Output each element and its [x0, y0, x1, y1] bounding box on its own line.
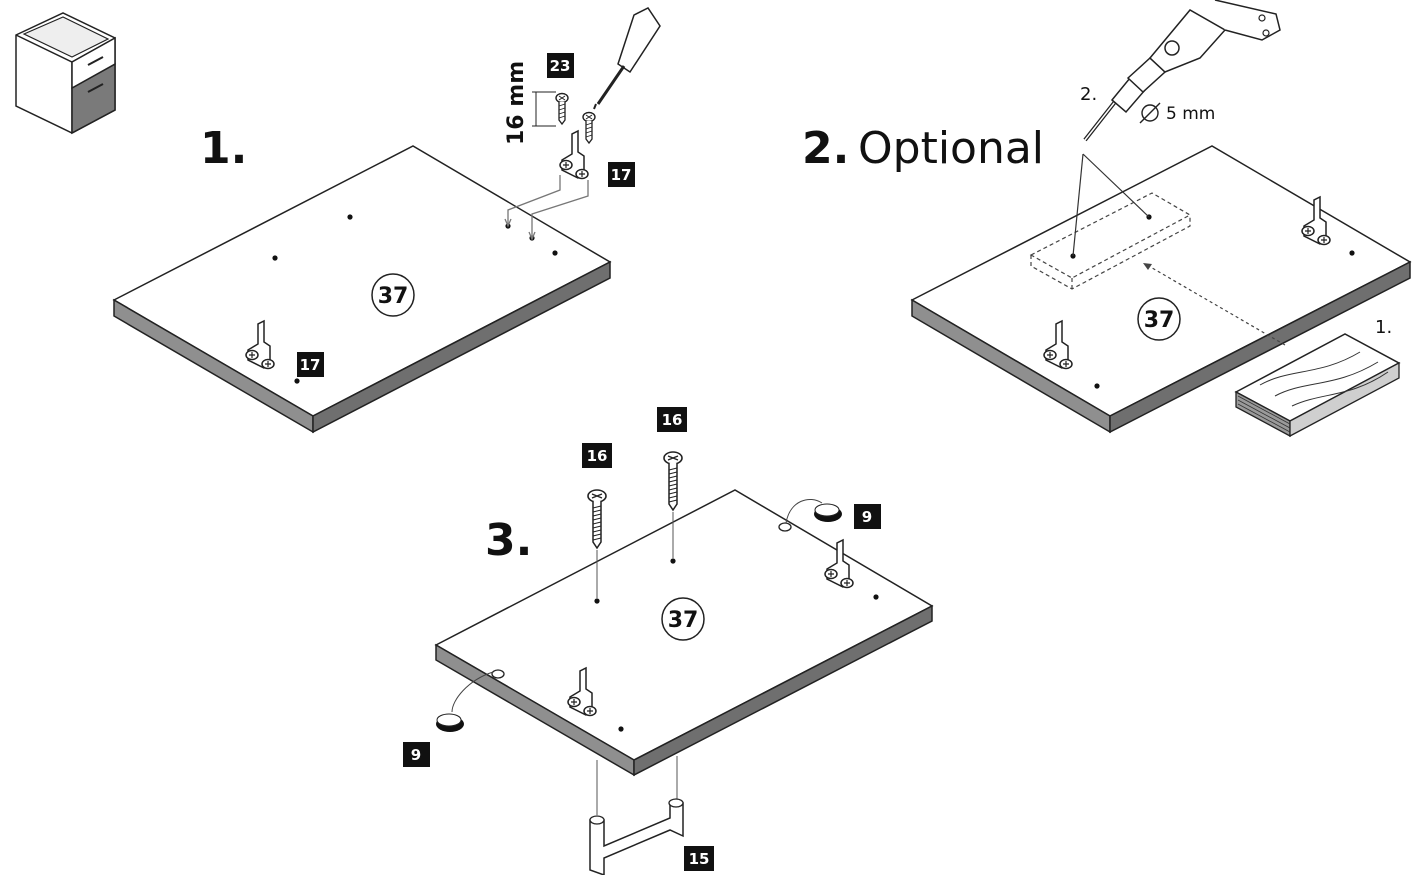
- substep-drill-label: 2.: [1080, 84, 1097, 105]
- substep-wood-label: 1.: [1375, 317, 1392, 338]
- step1-panel-badge: 37: [371, 273, 415, 317]
- dimension-16mm: 16 mm: [504, 61, 556, 145]
- step2-group: 2. Optional 37: [802, 0, 1412, 438]
- bracket-17-icon-exploded: [559, 130, 589, 180]
- wood-block-icon: [1234, 333, 1401, 438]
- svg-text:16: 16: [662, 411, 683, 429]
- drill-diameter-label: 5 mm: [1166, 104, 1215, 124]
- step1-number: 1.: [200, 123, 247, 174]
- cabinet-thumbnail: [15, 12, 116, 135]
- svg-text:17: 17: [300, 356, 321, 374]
- part-9-tag-upper: 9: [854, 504, 881, 529]
- svg-text:9: 9: [411, 746, 421, 764]
- drill-icon: [1083, 0, 1281, 142]
- step3-number: 3.: [485, 515, 532, 566]
- part-23-tag: 23: [547, 53, 574, 78]
- step1-group: 1. 37 17 17: [112, 7, 661, 434]
- foot-9-icon-lower: [436, 669, 505, 732]
- screw-length-label: 16 mm: [504, 61, 529, 145]
- step3-panel-badge: 37: [661, 597, 705, 641]
- step3-holes: [594, 558, 879, 732]
- drill-template-outline: [1029, 192, 1192, 290]
- foot-9-icon-upper: [778, 499, 842, 532]
- step3-panel-number: 37: [668, 608, 699, 633]
- step2-panel-number: 37: [1144, 308, 1175, 333]
- step2-number: 2.: [802, 123, 849, 174]
- step1-panel-number: 37: [378, 284, 409, 309]
- screw-16-icon-right: [663, 451, 683, 558]
- step2-holes: [1070, 214, 1355, 389]
- drill-target-lines: [1072, 153, 1150, 257]
- step3-group: 3. 37 16: [403, 407, 934, 875]
- screwdriver-icon: [593, 7, 661, 110]
- part-9-tag-lower: 9: [403, 742, 430, 767]
- part-17-tag-upper: 17: [608, 162, 635, 187]
- part-17-tag-lower: 17: [297, 352, 324, 377]
- drill-diameter-icon: [1139, 102, 1161, 124]
- step2-panel: [910, 145, 1412, 434]
- step2-title: Optional: [858, 123, 1044, 174]
- handle-15-icon: [589, 756, 684, 875]
- wood-block-arrow: [1143, 263, 1286, 346]
- step2-panel-badge: 37: [1137, 297, 1181, 341]
- svg-text:23: 23: [550, 57, 571, 75]
- svg-text:9: 9: [862, 508, 872, 526]
- part-16-tag-right: 16: [657, 407, 687, 432]
- svg-text:17: 17: [611, 166, 632, 184]
- part-16-tag-left: 16: [582, 443, 612, 468]
- svg-text:15: 15: [689, 850, 710, 868]
- svg-text:16: 16: [587, 447, 608, 465]
- screw-16-icon-left: [587, 489, 607, 598]
- step1-guide-arrows: [504, 175, 589, 241]
- step1-panel: [112, 145, 612, 434]
- part-15-tag: 15: [684, 846, 714, 871]
